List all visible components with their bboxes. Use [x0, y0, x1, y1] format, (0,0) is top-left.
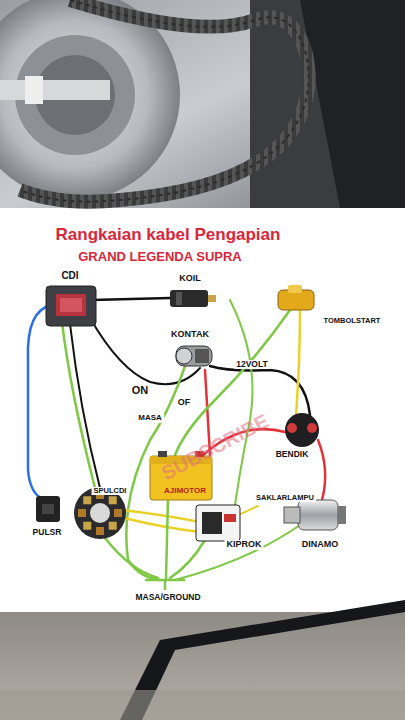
stator-pole: [109, 522, 117, 530]
watermark: SUBSCRIBE: [156, 409, 274, 486]
ground-photo: [0, 600, 405, 720]
belt-photo: [0, 0, 405, 208]
switch-position: ON: [130, 384, 151, 396]
stator-pole: [96, 527, 104, 535]
part-name: PULSR: [31, 528, 64, 537]
wire-label: 12VOLT: [234, 360, 270, 369]
starter-motor: [284, 500, 346, 530]
stator-pole: [114, 509, 122, 517]
part-name: MASA/GROUND: [133, 593, 202, 602]
starter-relay: [285, 413, 319, 447]
wire-label: MASA: [136, 414, 164, 423]
part-name: KOIL: [177, 274, 203, 284]
ignition-coil: [170, 290, 216, 307]
part-name: KONTAK: [169, 330, 211, 340]
part-name: DINAMO: [300, 540, 341, 550]
start-button: [278, 285, 314, 310]
title: Rangkaian kabel Pengapian: [54, 226, 283, 245]
ground-symbol: [145, 580, 185, 590]
stator-pole: [83, 522, 91, 530]
ignition-switch: [176, 346, 212, 366]
pulser: [36, 496, 60, 522]
switch-position: OF: [176, 398, 193, 408]
part-name: TOMBOLSTART: [322, 317, 383, 325]
stator-pole: [109, 496, 117, 504]
brand-label: AJIMOTOR: [162, 487, 208, 496]
regulator: [196, 505, 240, 541]
stator-pole: [83, 496, 91, 504]
cdi-unit: [46, 286, 96, 326]
part-name: KIPROK: [224, 540, 263, 550]
subtitle: GRAND LEGENDA SUPRA: [76, 250, 243, 264]
part-name: SPULCDI: [92, 487, 129, 495]
part-name: BENDIK: [274, 450, 311, 459]
part-name: SAKLARLAMPU: [254, 494, 316, 502]
stator-pole: [78, 509, 86, 517]
part-name: CDI: [59, 270, 80, 281]
wires: [28, 298, 325, 580]
